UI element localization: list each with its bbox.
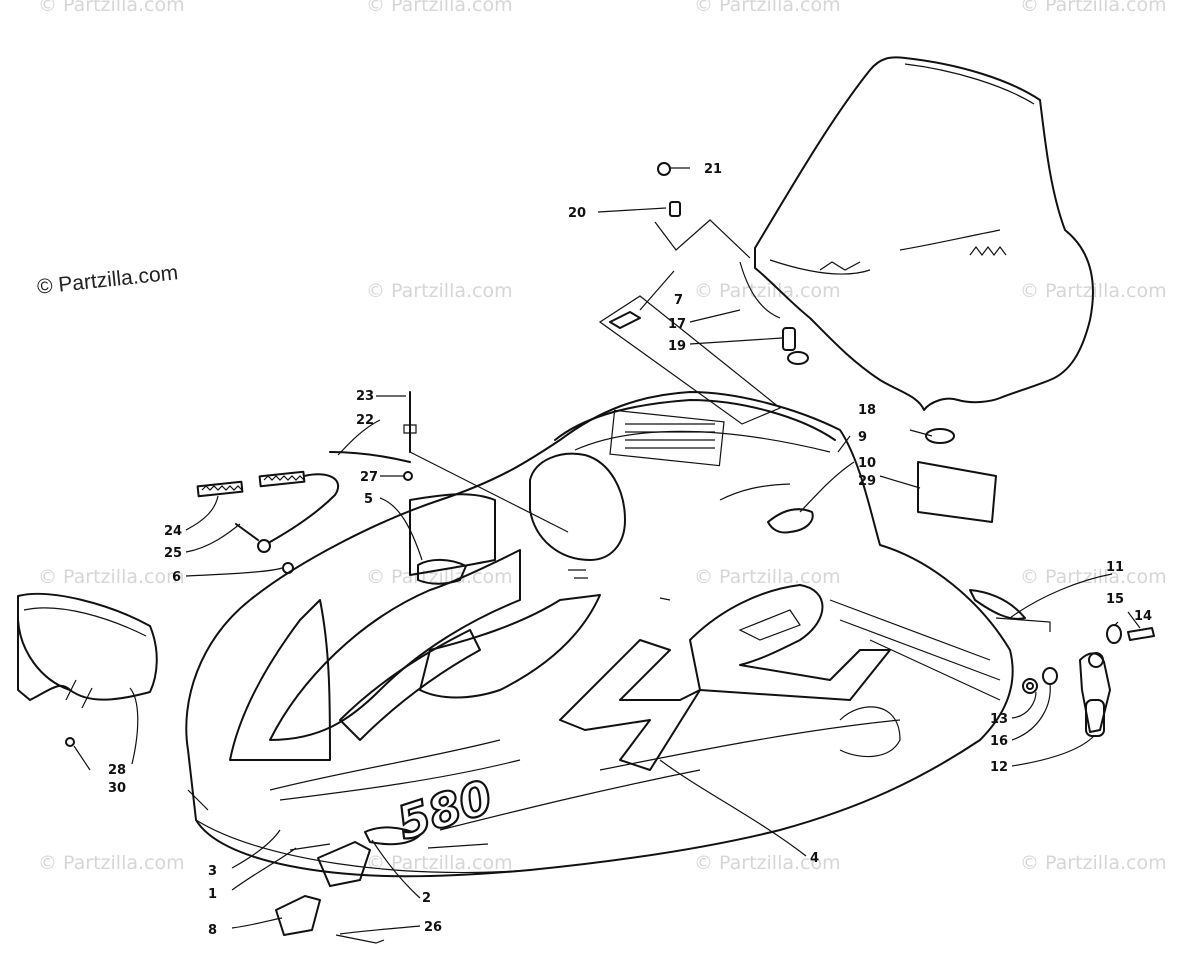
- bracket-1: [317, 841, 371, 887]
- callout-23: 23: [356, 389, 374, 404]
- callout-10: 10: [858, 456, 876, 471]
- callout-7: 7: [674, 293, 683, 308]
- callout-8: 8: [208, 923, 217, 938]
- watermark: © Partzilla.com: [38, 852, 185, 874]
- watermark: © Partzilla.com: [694, 566, 841, 588]
- callout-labels: 21 20 7 17 19 23 22 27 5 24 25 6 9 18 10…: [108, 162, 1152, 938]
- hinge-8: [275, 895, 321, 936]
- watermark: © Partzilla.com: [694, 280, 841, 302]
- side-hardware: [969, 589, 1155, 737]
- callout-14: 14: [1134, 609, 1152, 624]
- callout-12: 12: [990, 760, 1008, 775]
- callout-25: 25: [164, 546, 182, 561]
- watermark: © Partzilla.com: [366, 852, 513, 874]
- callout-28: 28: [108, 763, 126, 778]
- callout-29: 29: [858, 474, 876, 489]
- callout-17: 17: [668, 317, 686, 332]
- callout-6: 6: [172, 570, 181, 585]
- hood: [185, 391, 1014, 878]
- watermark: © Partzilla.com: [38, 0, 185, 16]
- callout-13: 13: [990, 712, 1008, 727]
- watermark: © Partzilla.com: [366, 280, 513, 302]
- leader-lines: [73, 167, 1141, 935]
- callout-26: 26: [424, 920, 442, 935]
- watermark: © Partzilla.com: [694, 852, 841, 874]
- watermark: © Partzilla.com: [694, 0, 841, 16]
- callout-4: 4: [810, 851, 819, 866]
- screw-and-nut-20-21: [654, 162, 751, 259]
- watermark: © Partzilla.com: [366, 0, 513, 16]
- callout-27: 27: [360, 470, 378, 485]
- callout-19: 19: [668, 339, 686, 354]
- watermark: © Partzilla.com: [1020, 566, 1167, 588]
- callout-16: 16: [990, 734, 1008, 749]
- windshield: [739, 56, 1094, 411]
- callout-1: 1: [208, 887, 217, 902]
- callout-24: 24: [164, 524, 182, 539]
- decal-29: [917, 461, 997, 523]
- callout-30: 30: [108, 781, 126, 796]
- watermark: © Partzilla.com: [38, 566, 185, 588]
- spring-26: [335, 934, 385, 944]
- grommet-18: [925, 428, 955, 444]
- callout-3: 3: [208, 864, 217, 879]
- watermark: © Partzilla.com: [1020, 0, 1167, 16]
- decal-580: 580: [391, 769, 499, 850]
- callout-11: 11: [1106, 560, 1124, 575]
- snowflap-guard: [17, 592, 158, 747]
- watermark: © Partzilla.com: [1020, 852, 1167, 874]
- decal-7-outline: [598, 295, 782, 425]
- callout-9: 9: [858, 430, 867, 445]
- callout-22: 22: [356, 413, 374, 428]
- callout-18: 18: [858, 403, 876, 418]
- callout-20: 20: [568, 206, 586, 221]
- callout-5: 5: [364, 492, 373, 507]
- callout-2: 2: [422, 891, 431, 906]
- callout-15: 15: [1106, 592, 1124, 607]
- latch-assembly: [196, 391, 417, 574]
- callout-21: 21: [704, 162, 722, 177]
- decal-7: [609, 311, 641, 329]
